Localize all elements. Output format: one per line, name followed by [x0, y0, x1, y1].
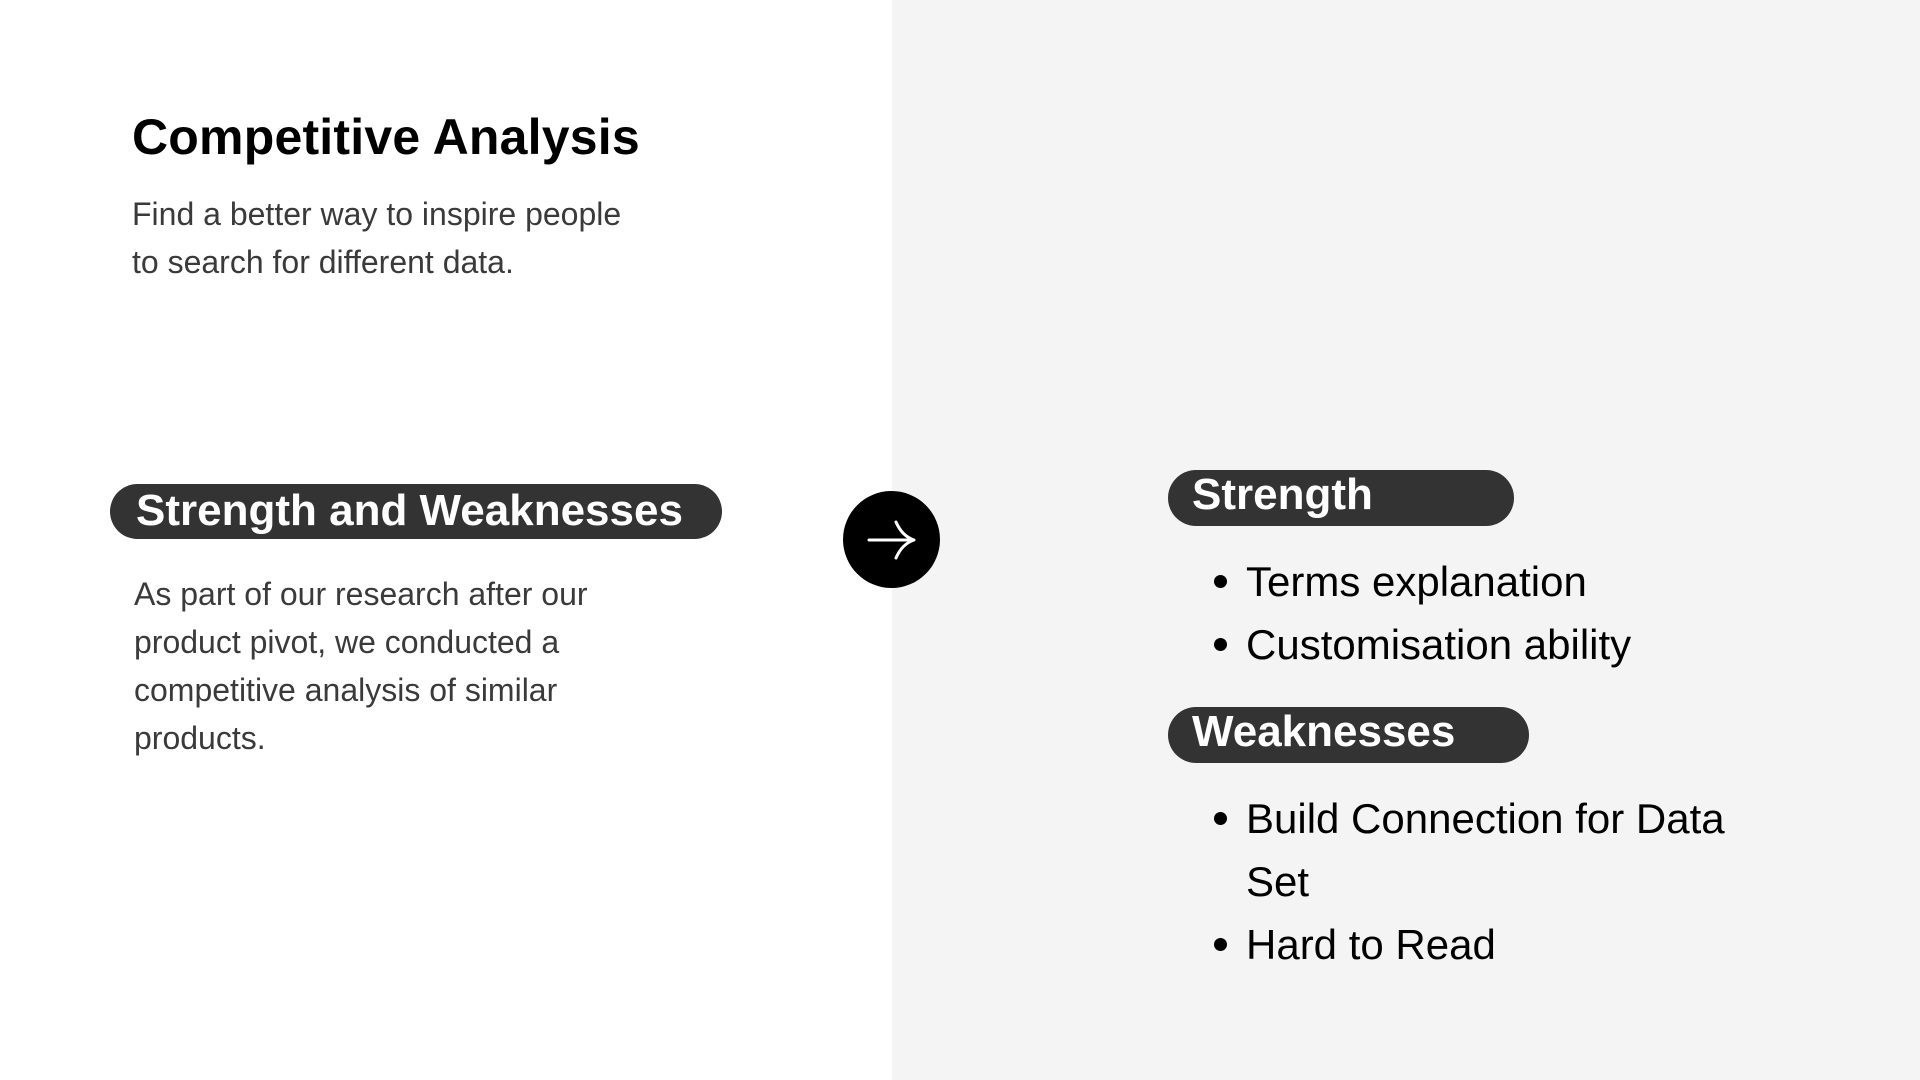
list-item-text: Hard to Read [1246, 921, 1496, 968]
strength-label: Strength [1168, 470, 1514, 526]
bullet-dot-icon [1214, 575, 1227, 588]
body-text: As part of our research after our produc… [134, 576, 588, 756]
subtitle: Find a better way to inspire people to s… [132, 196, 622, 280]
list-item-text: Build Connection for Data Set [1246, 795, 1725, 905]
arrow-button[interactable] [843, 491, 940, 588]
bullet-dot-icon [1214, 638, 1227, 651]
arrow-right-icon [867, 520, 915, 559]
left-panel [0, 0, 892, 1080]
list-item: Customisation ability [1208, 613, 1768, 676]
list-item-text: Customisation ability [1246, 621, 1632, 668]
right-panel [892, 0, 1920, 1080]
weaknesses-label: Weaknesses [1168, 707, 1529, 763]
bullet-dot-icon [1214, 938, 1227, 951]
weaknesses-list: Build Connection for Data Set Hard to Re… [1208, 787, 1768, 976]
list-item: Terms explanation [1208, 550, 1768, 613]
list-item: Hard to Read [1208, 913, 1768, 976]
section-label-strength-weaknesses: Strength and Weaknesses [110, 484, 722, 539]
list-item-text: Terms explanation [1246, 558, 1587, 605]
page-title: Competitive Analysis [132, 109, 640, 165]
strength-list: Terms explanation Customisation ability [1208, 550, 1768, 676]
list-item: Build Connection for Data Set [1208, 787, 1768, 913]
bullet-dot-icon [1214, 812, 1227, 825]
